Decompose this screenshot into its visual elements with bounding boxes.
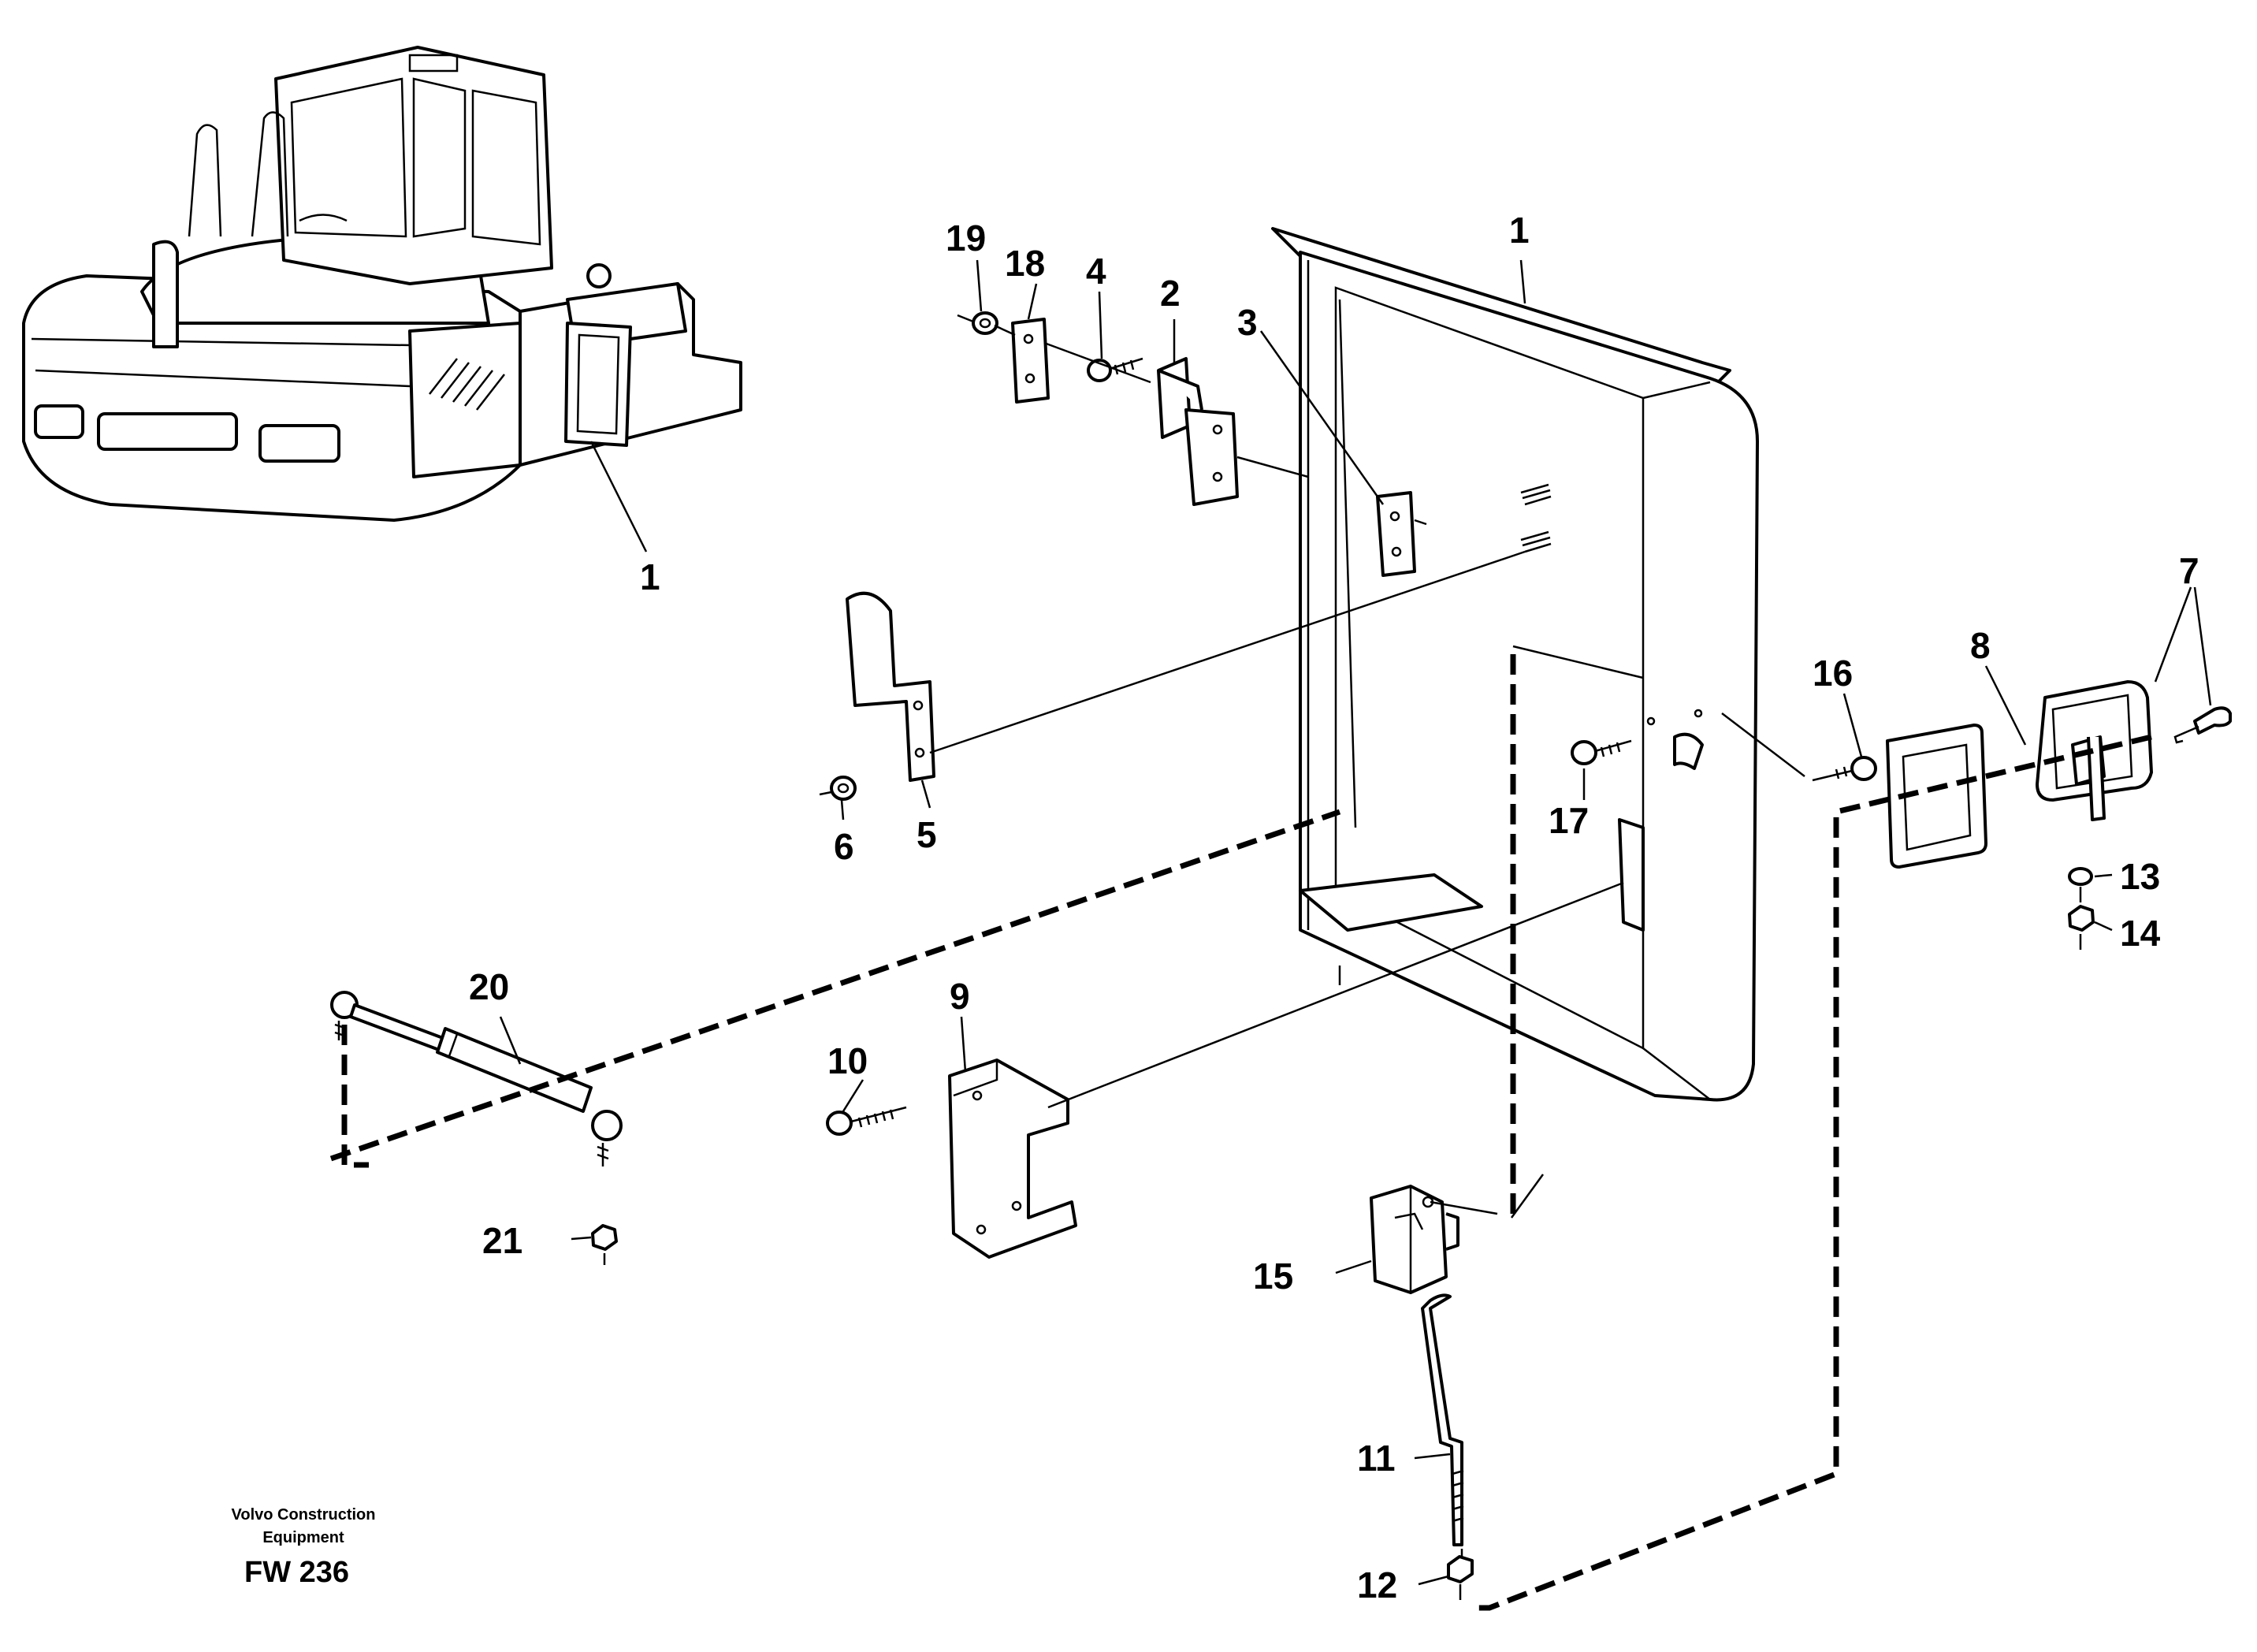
brand-line-2: Equipment	[262, 1529, 344, 1546]
callout-2: 2	[1160, 273, 1181, 314]
part-20-gas-strut	[330, 991, 623, 1166]
brand-line-1: Volvo Construction	[232, 1506, 376, 1524]
part-15-latch	[1370, 1185, 1459, 1294]
callout-19: 19	[946, 218, 986, 259]
callout-9: 9	[950, 976, 970, 1017]
assembly-lines	[329, 314, 2152, 1611]
figure-code: FW 236	[244, 1556, 349, 1589]
part-2-hinge	[1157, 357, 1239, 506]
callout-21: 21	[482, 1220, 522, 1261]
callout-16: 16	[1813, 653, 1853, 694]
callout-6: 6	[834, 826, 854, 867]
part-19-nut	[972, 311, 998, 335]
part-18-plate	[1011, 318, 1050, 404]
part-10-screw	[826, 1106, 907, 1136]
callout-1-door: 1	[1509, 210, 1530, 251]
part-11-rod	[1421, 1293, 1464, 1546]
part-6-nut	[830, 776, 857, 801]
part-7-lock	[2036, 680, 2232, 821]
part-21-nut	[591, 1224, 618, 1251]
callout-10: 10	[827, 1040, 868, 1081]
callout-17: 17	[1549, 800, 1589, 841]
callout-leaders	[499, 259, 2212, 1586]
callout-18: 18	[1005, 243, 1045, 284]
callout-8: 8	[1970, 625, 1991, 666]
callout-14: 14	[2120, 913, 2161, 954]
callout-11: 11	[1357, 1438, 1396, 1479]
callout-5: 5	[917, 814, 937, 855]
callout-3: 3	[1237, 302, 1258, 343]
part-5-bracket	[846, 591, 935, 782]
callout-7: 7	[2179, 550, 2199, 591]
part-8-gasket	[1886, 724, 1987, 869]
part-17-bolt	[1571, 739, 1632, 765]
callout-4: 4	[1086, 251, 1106, 292]
part-16-bolt	[1812, 756, 1877, 782]
callout-1-machine: 1	[640, 556, 660, 597]
part-9-bracket	[948, 1059, 1077, 1259]
callout-labels: 1 1 2 3 4 5 6 7 8 9 10 11 12 13 14 15 16…	[469, 210, 2199, 1605]
callout-15: 15	[1253, 1256, 1293, 1297]
callout-13: 13	[2120, 856, 2160, 897]
part-13-washer	[2068, 867, 2093, 886]
callout-12: 12	[1357, 1565, 1397, 1605]
callout-20: 20	[469, 966, 509, 1007]
door-panel	[1271, 227, 1759, 1102]
figure-caption: Volvo Construction Equipment FW 236	[232, 1506, 376, 1589]
part-12-nut	[1447, 1555, 1474, 1583]
machine-overview	[22, 46, 742, 522]
part-14-nut	[2068, 905, 2095, 932]
